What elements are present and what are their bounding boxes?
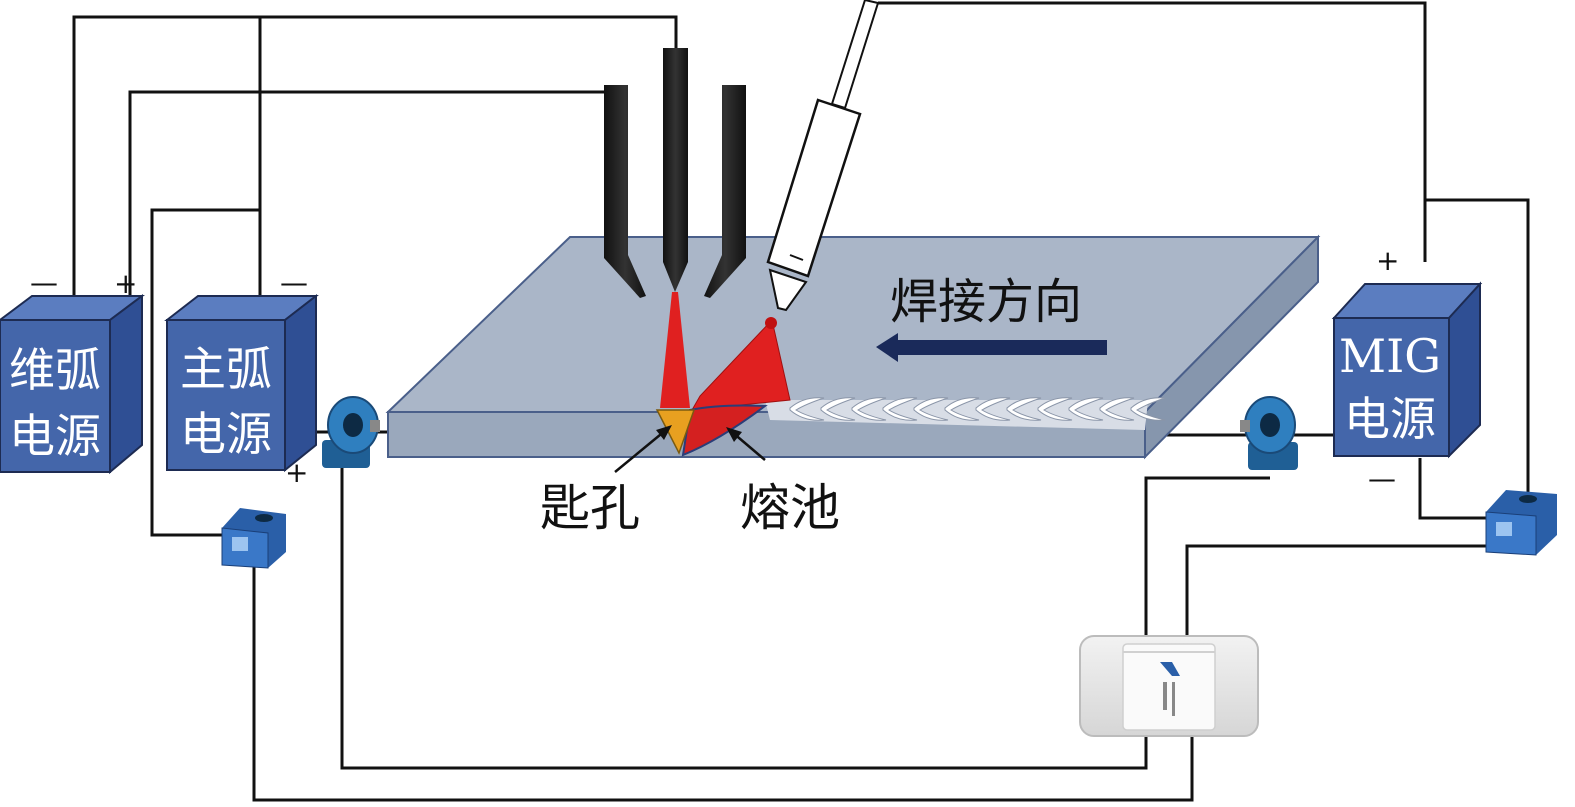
torch-left — [604, 85, 646, 298]
weld-pool-shape — [681, 404, 768, 457]
weld-ripple — [1099, 397, 1135, 421]
weld-ripple — [851, 397, 887, 421]
clamp-sensor-right-icon — [1240, 396, 1298, 470]
direction-arrow — [876, 333, 1107, 362]
main-power-source: 主弧 电源 — [164, 293, 319, 473]
mig-pos-terminal: + — [1376, 244, 1399, 277]
ni-daq-device-icon — [1079, 635, 1259, 737]
mig-label-line1: MIG — [1339, 329, 1441, 383]
wire-mig-pos — [1425, 198, 1530, 495]
weld-ripple — [882, 397, 918, 421]
keyhole-label: 匙孔 — [540, 479, 640, 537]
wire-clamp-left-to-daq — [340, 462, 1148, 770]
mig-torch — [766, 0, 880, 312]
pointer-arrows — [614, 425, 766, 473]
hall-sensor-right-icon — [1485, 490, 1557, 556]
hall-sensor-left-icon — [221, 508, 286, 569]
clamp-sensor-left-icon — [322, 396, 380, 468]
main-neg-terminal: — — [280, 266, 308, 299]
weld-ripple — [1037, 397, 1073, 421]
weld-ripple — [1130, 397, 1166, 421]
weld-pool-label: 熔池 — [740, 479, 840, 537]
main-label-line2: 电源 — [180, 407, 272, 461]
wiring — [72, 1, 1530, 802]
main-label-line1: 主弧 — [180, 342, 272, 396]
mig-neg-terminal: — — [1368, 462, 1396, 495]
weld-ripple — [975, 397, 1011, 421]
weld-ripple — [1006, 397, 1042, 421]
wire-sensor-to-daq — [252, 565, 1194, 802]
wire-main-to-sensor — [150, 208, 260, 537]
weld-ripple — [913, 397, 949, 421]
weld-ripple — [789, 397, 825, 421]
wire-mig-torch — [878, 1, 1427, 262]
plasma-arc — [660, 292, 690, 408]
wire-clamp-right-to-daq — [1144, 476, 1270, 640]
wire-aux-pos — [128, 90, 616, 296]
weld-bead — [765, 397, 1166, 430]
aux-label-line1: 维弧 — [9, 343, 101, 397]
workpiece — [385, 234, 1321, 460]
mig-power-source: MIG 电源 — [1331, 281, 1483, 459]
torch-center — [663, 48, 688, 292]
wire-hall-right-to-daq — [1185, 544, 1510, 640]
plasma-torches — [604, 48, 746, 298]
aux-label-line2: 电源 — [9, 409, 101, 463]
wire-mig-neg — [1418, 458, 1492, 520]
auxiliary-power-source: 维弧 电源 — [0, 294, 145, 475]
weld-ripple — [820, 397, 856, 421]
direction-label: 焊接方向 — [890, 274, 1082, 330]
mig-label-line2: 电源 — [1344, 392, 1436, 446]
aux-neg-terminal: — — [30, 266, 58, 299]
main-pos-terminal: + — [285, 456, 308, 489]
wire-aux-neg — [72, 15, 678, 296]
weld-ripple — [1068, 397, 1104, 421]
torch-right — [704, 85, 746, 298]
weld-ripple — [944, 397, 980, 421]
aux-pos-terminal: + — [114, 267, 137, 300]
